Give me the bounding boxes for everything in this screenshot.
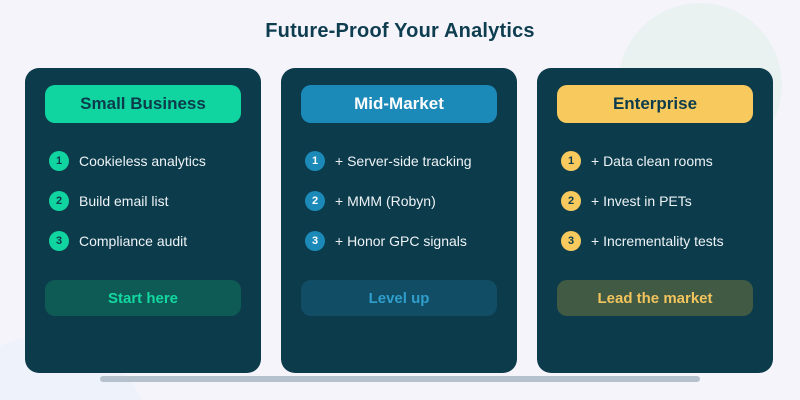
lead-the-market-button[interactable]: Lead the market — [557, 280, 753, 316]
step-number-badge: 3 — [561, 231, 581, 251]
step-number-badge: 2 — [305, 191, 325, 211]
list-item-label: + Server-side tracking — [335, 153, 472, 169]
step-number-badge: 2 — [561, 191, 581, 211]
level-up-button[interactable]: Level up — [301, 280, 497, 316]
list-item-label: + Data clean rooms — [591, 153, 713, 169]
tier-header-enterprise: Enterprise — [557, 85, 753, 123]
tier-header-mid-market: Mid-Market — [301, 85, 497, 123]
tier-header-small-business: Small Business — [45, 85, 241, 123]
list-item: 1 + Data clean rooms — [561, 141, 753, 181]
list-item-label: + Incrementality tests — [591, 233, 724, 249]
step-number-badge: 2 — [49, 191, 69, 211]
step-number-badge: 1 — [305, 151, 325, 171]
card-mid-market: Mid-Market 1 + Server-side tracking 2 + … — [281, 68, 517, 373]
list-item: 3 + Honor GPC signals — [305, 221, 497, 261]
list-item: 1 + Server-side tracking — [305, 141, 497, 181]
step-number-badge: 3 — [49, 231, 69, 251]
feature-list: 1 Cookieless analytics 2 Build email lis… — [45, 141, 241, 261]
list-item: 2 + Invest in PETs — [561, 181, 753, 221]
step-number-badge: 1 — [49, 151, 69, 171]
list-item: 1 Cookieless analytics — [49, 141, 241, 181]
list-item: 3 + Incrementality tests — [561, 221, 753, 261]
list-item-label: Cookieless analytics — [79, 153, 206, 169]
page-title: Future-Proof Your Analytics — [265, 20, 535, 42]
step-number-badge: 1 — [561, 151, 581, 171]
start-here-button[interactable]: Start here — [45, 280, 241, 316]
tier-cards-row: Small Business 1 Cookieless analytics 2 … — [25, 68, 773, 373]
list-item-label: + Invest in PETs — [591, 193, 692, 209]
list-item: 2 + MMM (Robyn) — [305, 181, 497, 221]
feature-list: 1 + Server-side tracking 2 + MMM (Robyn)… — [301, 141, 497, 261]
bottom-shadow-bar — [100, 376, 700, 382]
step-number-badge: 3 — [305, 231, 325, 251]
feature-list: 1 + Data clean rooms 2 + Invest in PETs … — [557, 141, 753, 261]
list-item-label: + Honor GPC signals — [335, 233, 467, 249]
list-item-label: Compliance audit — [79, 233, 188, 249]
list-item: 3 Compliance audit — [49, 221, 241, 261]
card-enterprise: Enterprise 1 + Data clean rooms 2 + Inve… — [537, 68, 773, 373]
list-item-label: + MMM (Robyn) — [335, 193, 436, 209]
list-item: 2 Build email list — [49, 181, 241, 221]
list-item-label: Build email list — [79, 193, 169, 209]
card-small-business: Small Business 1 Cookieless analytics 2 … — [25, 68, 261, 373]
